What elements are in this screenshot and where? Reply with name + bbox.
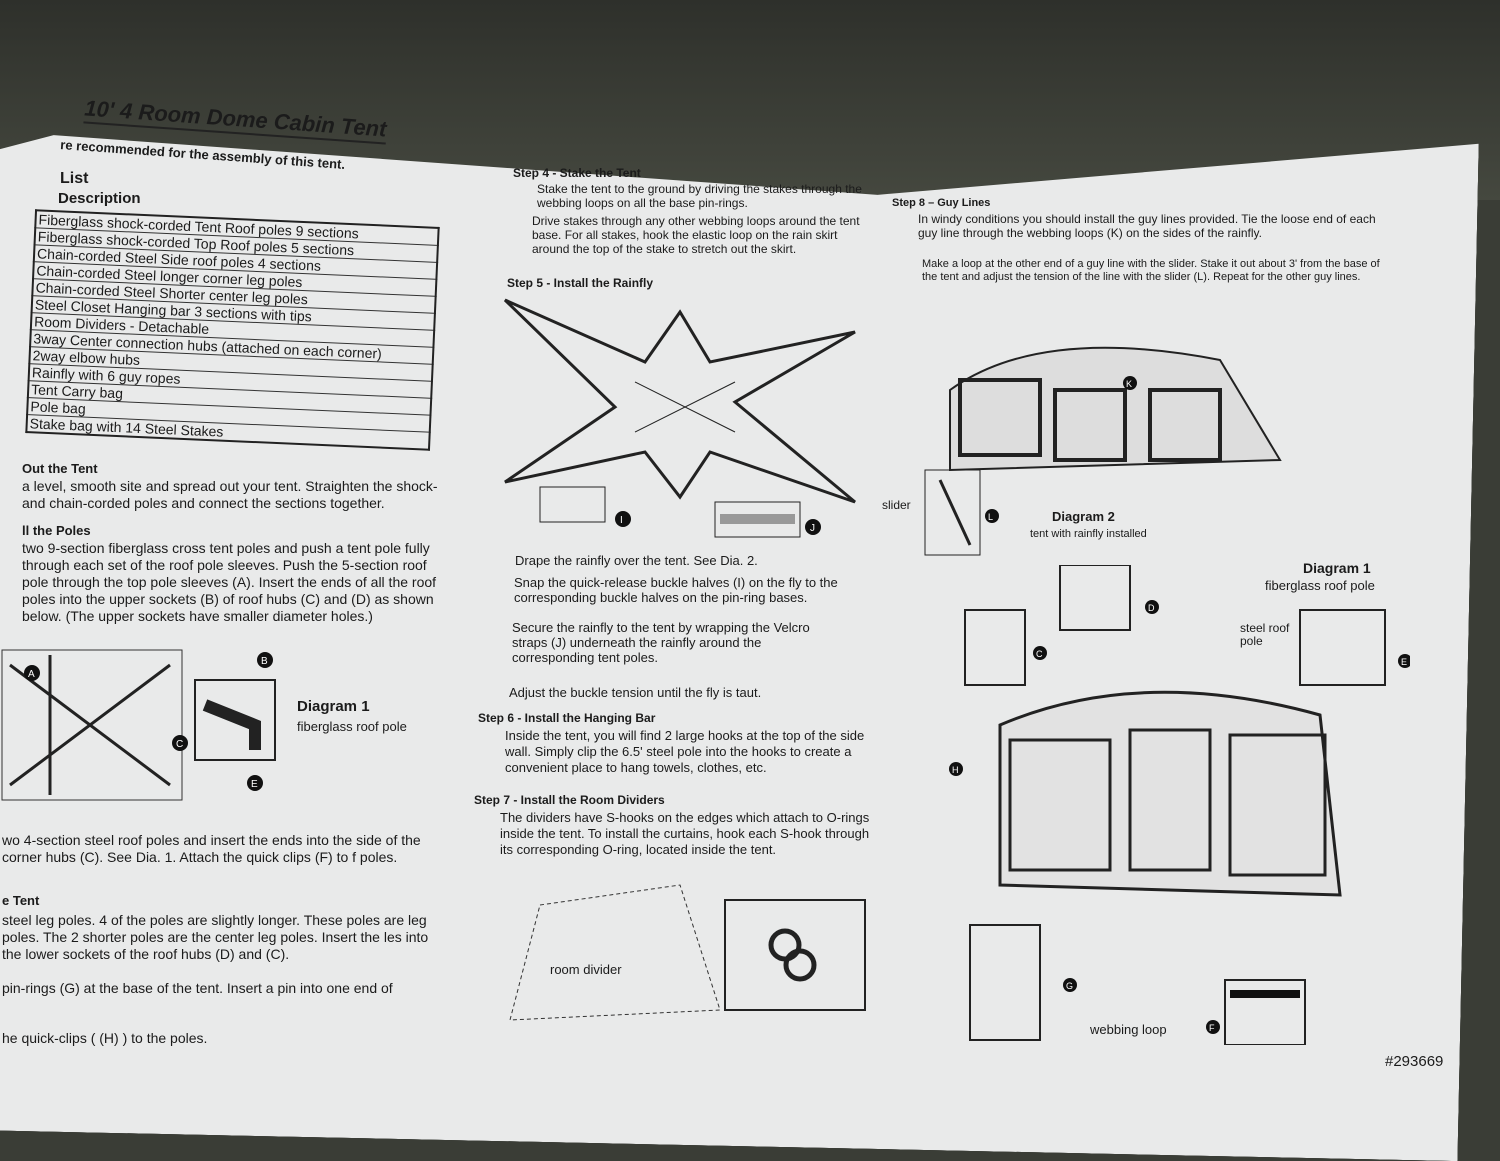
svg-text:D: D bbox=[1148, 603, 1155, 613]
diagram-1-caption: fiberglass roof pole bbox=[297, 719, 407, 734]
room-divider-label: room divider bbox=[550, 962, 622, 977]
svg-text:L: L bbox=[988, 512, 993, 522]
svg-text:E: E bbox=[251, 779, 258, 790]
svg-text:C: C bbox=[1036, 649, 1043, 659]
diagram-2-tent-rainfly: K L bbox=[924, 346, 1282, 556]
section-text: wo 4-section steel roof poles and insert… bbox=[2, 832, 421, 865]
step-6-text: Inside the tent, you will find 2 large h… bbox=[505, 728, 865, 775]
catalog-number: #293669 bbox=[1385, 1053, 1444, 1070]
step-5-text: Secure the rainfly to the tent by wrappi… bbox=[512, 620, 810, 665]
svg-text:H: H bbox=[952, 765, 959, 775]
step-8-title: Step 8 – Guy Lines bbox=[892, 197, 991, 209]
section-text: two 9-section fiberglass cross tent pole… bbox=[22, 540, 437, 624]
svg-text:C: C bbox=[176, 739, 183, 750]
section-title: Out the Tent bbox=[22, 461, 98, 476]
section-title: e Tent bbox=[2, 893, 40, 908]
step-8-text: Make a loop at the other end of a guy li… bbox=[922, 258, 1380, 283]
step-6-title: Step 6 - Install the Hanging Bar bbox=[478, 711, 656, 725]
section-text: he quick-clips ( (H) ) to the poles. bbox=[2, 1030, 208, 1046]
parts-list-heading: List bbox=[60, 170, 89, 187]
room-divider-diagram bbox=[509, 884, 866, 1021]
section-text: a level, smooth site and spread out your… bbox=[22, 478, 438, 511]
diagram-2-caption: tent with rainfly installed bbox=[1030, 528, 1147, 540]
svg-text:J: J bbox=[810, 523, 815, 534]
section-text: steel leg poles. 4 of the poles are slig… bbox=[2, 912, 429, 962]
svg-text:A: A bbox=[28, 669, 35, 680]
steel-roof-pole-label: steel roof pole bbox=[1240, 621, 1290, 648]
step-5-text: Adjust the buckle tension until the fly … bbox=[509, 685, 762, 700]
diagram-1-assembled-tent: D C E H G F bbox=[949, 565, 1410, 1045]
svg-text:E: E bbox=[1401, 657, 1407, 667]
step-8-text: In windy conditions you should install t… bbox=[918, 212, 1376, 240]
step-5-text: Snap the quick-release buckle halves (I)… bbox=[514, 575, 838, 605]
diagram-1-title: Diagram 1 bbox=[297, 698, 370, 715]
diagram-1-caption-right: fiberglass roof pole bbox=[1265, 578, 1375, 593]
step-7-title: Step 7 - Install the Room Dividers bbox=[474, 793, 665, 807]
diagram-1-title-right: Diagram 1 bbox=[1303, 560, 1371, 576]
svg-text:B: B bbox=[261, 656, 268, 667]
svg-text:F: F bbox=[1209, 1023, 1215, 1033]
parts-column-header: Description bbox=[58, 190, 141, 207]
svg-text:K: K bbox=[1126, 379, 1132, 389]
svg-text:I: I bbox=[620, 515, 623, 526]
step-5-title: Step 5 - Install the Rainfly bbox=[507, 276, 654, 290]
slider-label: slider bbox=[882, 498, 911, 512]
diagram-2-title: Diagram 2 bbox=[1052, 509, 1115, 524]
svg-text:G: G bbox=[1066, 981, 1073, 991]
webbing-loop-label: webbing loop bbox=[1090, 1022, 1167, 1037]
parts-table: Fiberglass shock-corded Tent Roof poles … bbox=[25, 209, 440, 451]
step-4-text: Drive stakes through any other webbing l… bbox=[532, 214, 860, 256]
rainfly-diagram: I J bbox=[503, 298, 856, 538]
diagram-1-poles: B C E A bbox=[1, 649, 276, 801]
step-5-text: Drape the rainfly over the tent. See Dia… bbox=[515, 553, 758, 568]
step-4-title: Step 4 - Stake the Tent bbox=[513, 166, 641, 180]
step-7-text: The dividers have S-hooks on the edges w… bbox=[500, 810, 870, 857]
section-title: ll the Poles bbox=[22, 523, 91, 538]
section-text: pin-rings (G) at the base of the tent. I… bbox=[2, 980, 393, 996]
step-4-text: Stake the tent to the ground by driving … bbox=[537, 182, 862, 210]
